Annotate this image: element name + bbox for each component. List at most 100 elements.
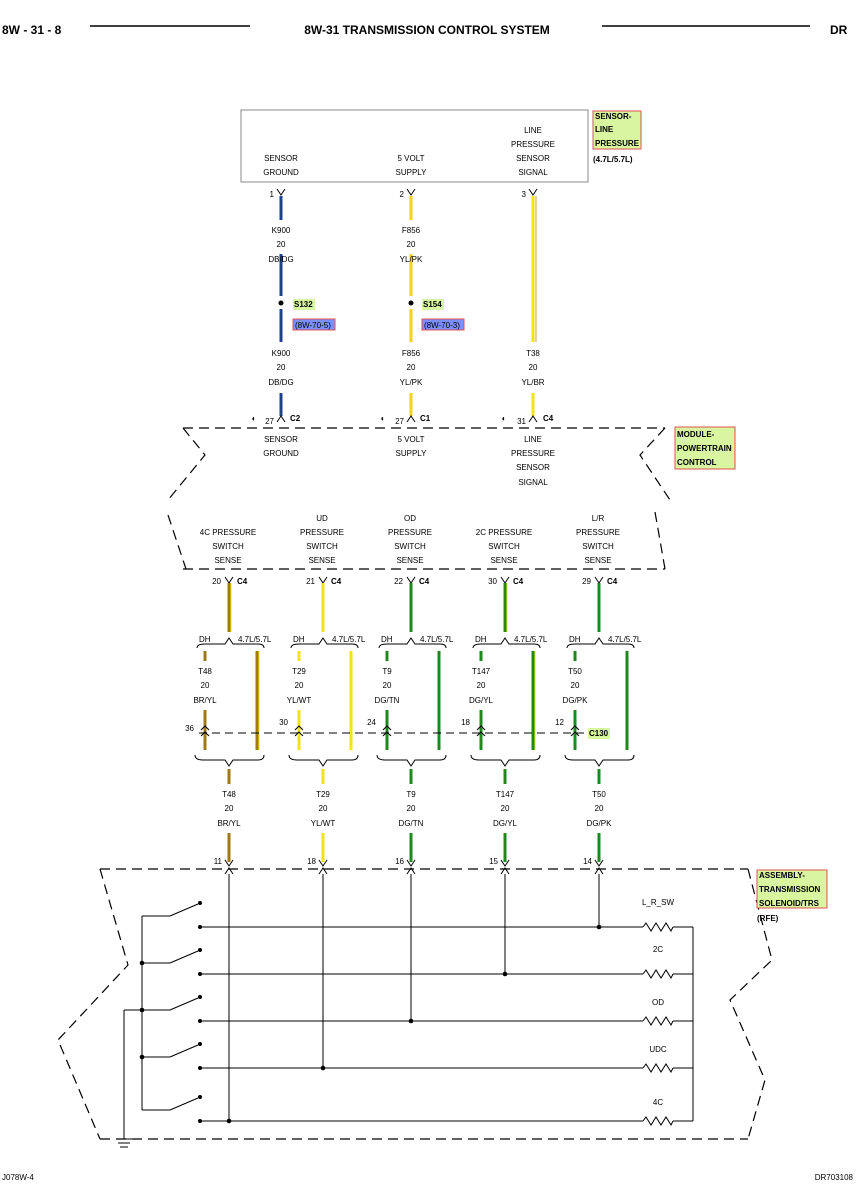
pcm-top-label3-2: PRESSURE (511, 449, 555, 458)
sensor-pin1-label-2: GROUND (263, 168, 299, 177)
dh-t9-color: DG/TN (375, 696, 400, 705)
trans-t48-gauge: 20 (225, 804, 234, 813)
trans-t147-gauge: 20 (501, 804, 510, 813)
splice-s132-dot[interactable] (278, 300, 284, 306)
k900-color-lower: DB/DG (268, 378, 293, 387)
pcm-bottom-pin2-terminal (318, 576, 328, 584)
trans-t29-gauge: 20 (319, 804, 328, 813)
pcm-bottom-pin5-terminal (594, 576, 604, 584)
dh-t147-gauge: 20 (477, 681, 486, 690)
sensor-name-line-2: LINE (595, 125, 614, 134)
f856-gauge-upper: 20 (407, 240, 416, 249)
sensor-line-pressure-box[interactable] (240, 109, 589, 183)
t38-color: YL/BR (521, 378, 544, 387)
k900-gauge-lower: 20 (277, 363, 286, 372)
c130-label[interactable]: C130 (589, 729, 609, 738)
sensor-pin3-label-4: SIGNAL (518, 168, 548, 177)
trans-t48-circuit: T48 (222, 790, 236, 799)
dh-t50-gauge: 20 (571, 681, 580, 690)
pcm-top-pin3-number: 31 (517, 417, 526, 426)
footer-left: J078W-4 (2, 1173, 34, 1182)
pcm-bottom-label3-1: OD (404, 514, 416, 523)
pcm-bottom-pin1-connector: C4 (237, 577, 248, 586)
dh-t147-circuit: T147 (472, 667, 491, 676)
pcm-bottom-label5-2: PRESSURE (576, 528, 620, 537)
resistor-label-4c: 4C (653, 1098, 663, 1107)
resistor-2c (642, 969, 674, 980)
resistor-label-udc: UDC (649, 1045, 667, 1054)
pcm-bottom-label2-4: SENSE (308, 556, 335, 565)
c130-pin-36: 36 (185, 724, 194, 733)
sensor-pin2-terminal (406, 188, 416, 196)
pcm-top-pin3-connector: C4 (543, 414, 554, 423)
splice-s154-dot[interactable] (408, 300, 414, 306)
t38-circuit: T38 (526, 349, 540, 358)
f856-circuit-lower: F856 (402, 349, 421, 358)
branch1-dh: DH (199, 635, 211, 644)
sensor-pin3-label-2: PRESSURE (511, 140, 555, 149)
pcm-bottom-pin3-connector: C4 (419, 577, 430, 586)
sol-pin-16: 16 (395, 857, 404, 866)
k900-gauge-upper: 20 (277, 240, 286, 249)
sensor-name-line-1: SENSOR- (595, 112, 632, 121)
trans-t9-gauge: 20 (407, 804, 416, 813)
trans-t50-gauge: 20 (595, 804, 604, 813)
solenoid-outline[interactable] (57, 868, 773, 1140)
dh-t147-color: DG/YL (469, 696, 494, 705)
dh-t48-color: BR/YL (193, 696, 217, 705)
dh-t29-circuit: T29 (292, 667, 306, 676)
pcm-top-label1-2: GROUND (263, 449, 299, 458)
pcm-name-line-2: POWERTRAIN (677, 444, 732, 453)
ground-icon (116, 1138, 132, 1148)
pcm-bottom-label4-1: 2C PRESSURE (476, 528, 532, 537)
pcm-bottom-pin1-terminal (224, 576, 234, 584)
splice-s132-label[interactable]: S132 (294, 300, 313, 309)
pcm-name-line-1: MODULE- (677, 430, 715, 439)
c130-pin-12: 12 (555, 718, 564, 727)
dh-t29-color: YL/WT (287, 696, 312, 705)
pcm-bottom-pin2-connector: C4 (331, 577, 342, 586)
solenoid-name-label[interactable]: ASSEMBLY- TRANSMISSION SOLENOID/TRS (756, 869, 828, 909)
trans-t9-circuit: T9 (406, 790, 416, 799)
pcm-bottom-pin5-connector: C4 (607, 577, 618, 586)
pcm-name-line-3: CONTROL (677, 458, 717, 467)
sol-pin-14: 14 (583, 857, 592, 866)
splice-s132-ref[interactable]: (8W-70-5) (295, 321, 331, 330)
pcm-bottom-label5-4: SENSE (584, 556, 611, 565)
sensor-pin3-number: 3 (522, 190, 527, 199)
resistor-label-2c: 2C (653, 945, 663, 954)
resistor-od (642, 1016, 674, 1027)
pcm-top-label3-3: SENSOR (516, 463, 550, 472)
pcm-bottom-label4-2: SWITCH (488, 542, 520, 551)
splice-s154-label[interactable]: S154 (423, 300, 442, 309)
pcm-ground-symbol-3: ◐ (502, 414, 507, 423)
pcm-top-label1-1: SENSOR (264, 435, 298, 444)
pcm-outline[interactable] (167, 427, 671, 570)
sensor-name-label[interactable]: SENSOR- LINE PRESSURE (592, 110, 642, 150)
page-title: 8W-31 TRANSMISSION CONTROL SYSTEM (304, 23, 550, 37)
branch-group-2: DH 4.7L/5.7L (290, 635, 366, 649)
branch-group-3: DH 4.7L/5.7L (378, 635, 454, 649)
solenoid-variant: (RFE) (757, 914, 779, 923)
sensor-pin1-label-1: SENSOR (264, 154, 298, 163)
trans-t50-color: DG/PK (587, 819, 613, 828)
splice-s154-ref[interactable]: (8W-70-3) (424, 321, 460, 330)
branch2-variant: 4.7L/5.7L (332, 635, 366, 644)
f856-color-upper: YL/PK (400, 255, 423, 264)
pcm-name-label[interactable]: MODULE- POWERTRAIN CONTROL (674, 426, 736, 470)
trans-t50-circuit: T50 (592, 790, 606, 799)
pcm-ground-symbol-2: ◐ (381, 414, 386, 423)
trans-t147-circuit: T147 (496, 790, 515, 799)
branch5-variant: 4.7L/5.7L (608, 635, 642, 644)
k900-color-upper: DB/DG (268, 255, 293, 264)
pcm-top-pin2-connector: C1 (420, 414, 431, 423)
sensor-pin2-label-1: 5 VOLT (398, 154, 425, 163)
pcm-bottom-label1-3: SENSE (214, 556, 241, 565)
sensor-pin1-number: 1 (270, 190, 275, 199)
trans-t48-color: BR/YL (217, 819, 241, 828)
pcm-top-pin1-connector: C2 (290, 414, 301, 423)
pcm-top-pin1-terminal (276, 415, 286, 423)
dh-t48-gauge: 20 (201, 681, 210, 690)
solenoid-name-line-2: TRANSMISSION (759, 885, 821, 894)
